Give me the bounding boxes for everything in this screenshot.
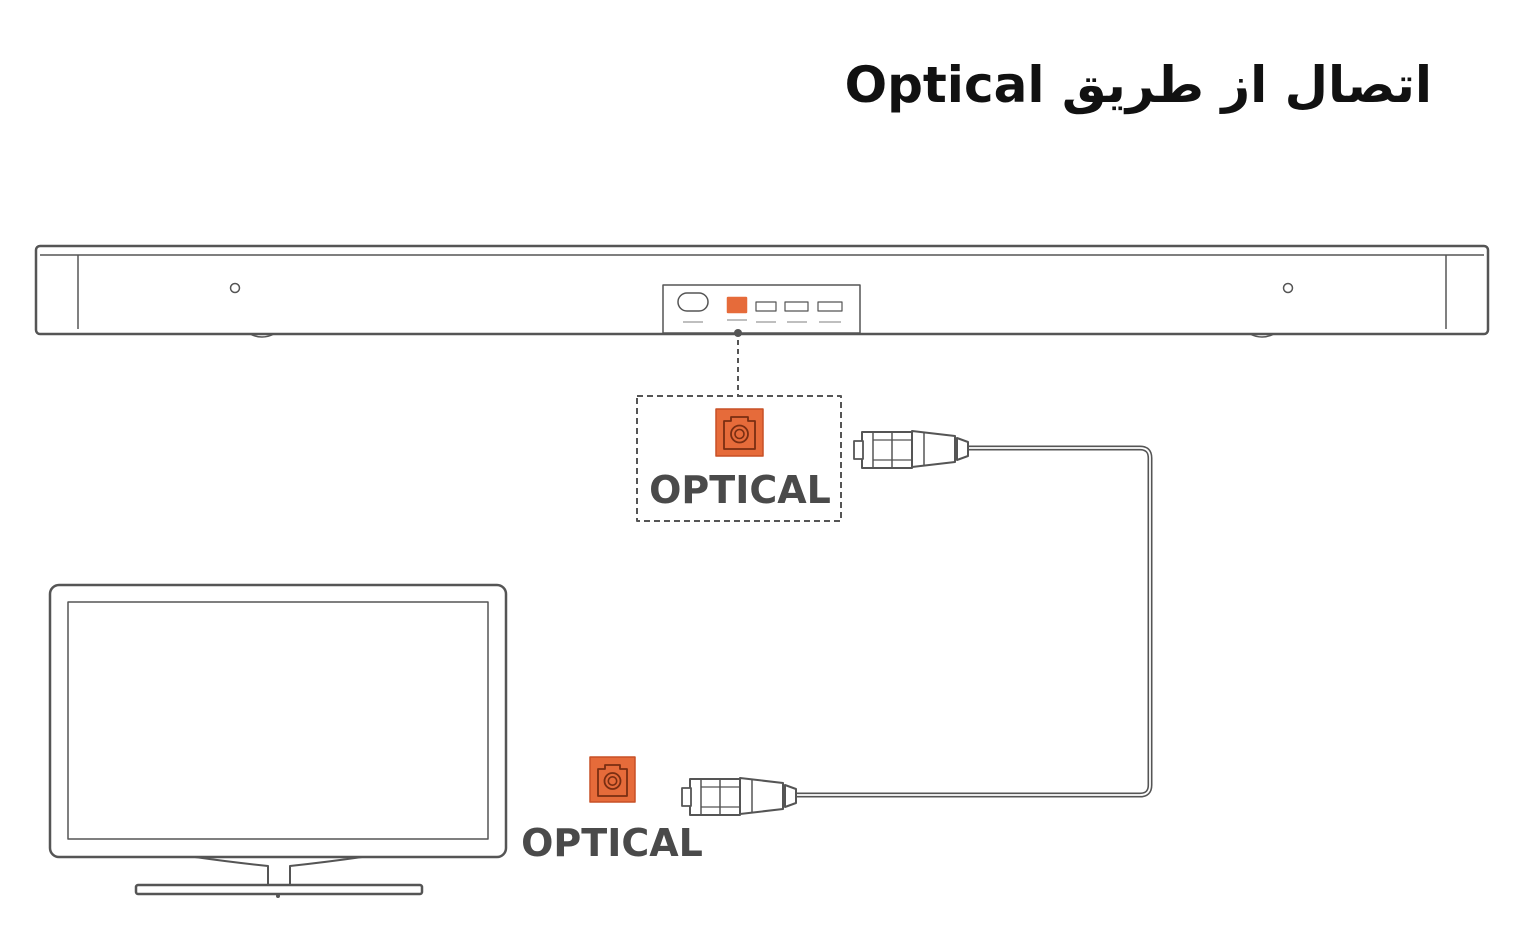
usb-port — [755, 301, 777, 312]
cable-connector-lower — [681, 777, 797, 816]
soundbar-optical-label: OPTICAL — [649, 468, 831, 512]
optical-port-icon — [715, 408, 764, 457]
hdmi-port-1 — [784, 301, 809, 312]
soundbar-port-panel — [662, 284, 861, 334]
television — [48, 583, 508, 898]
hdmi-port-2 — [817, 301, 843, 312]
tv-optical-port-icon — [589, 756, 636, 803]
tv-optical-label: OPTICAL — [521, 821, 703, 865]
power-socket — [677, 292, 709, 312]
soundbar — [34, 244, 1490, 338]
page-title: اتصال از طریق Optical — [844, 56, 1432, 114]
soundbar-optical-port — [726, 296, 748, 314]
optical-callout — [636, 329, 842, 522]
cable-connector-upper — [853, 430, 969, 469]
optical-cable — [681, 430, 1153, 816]
